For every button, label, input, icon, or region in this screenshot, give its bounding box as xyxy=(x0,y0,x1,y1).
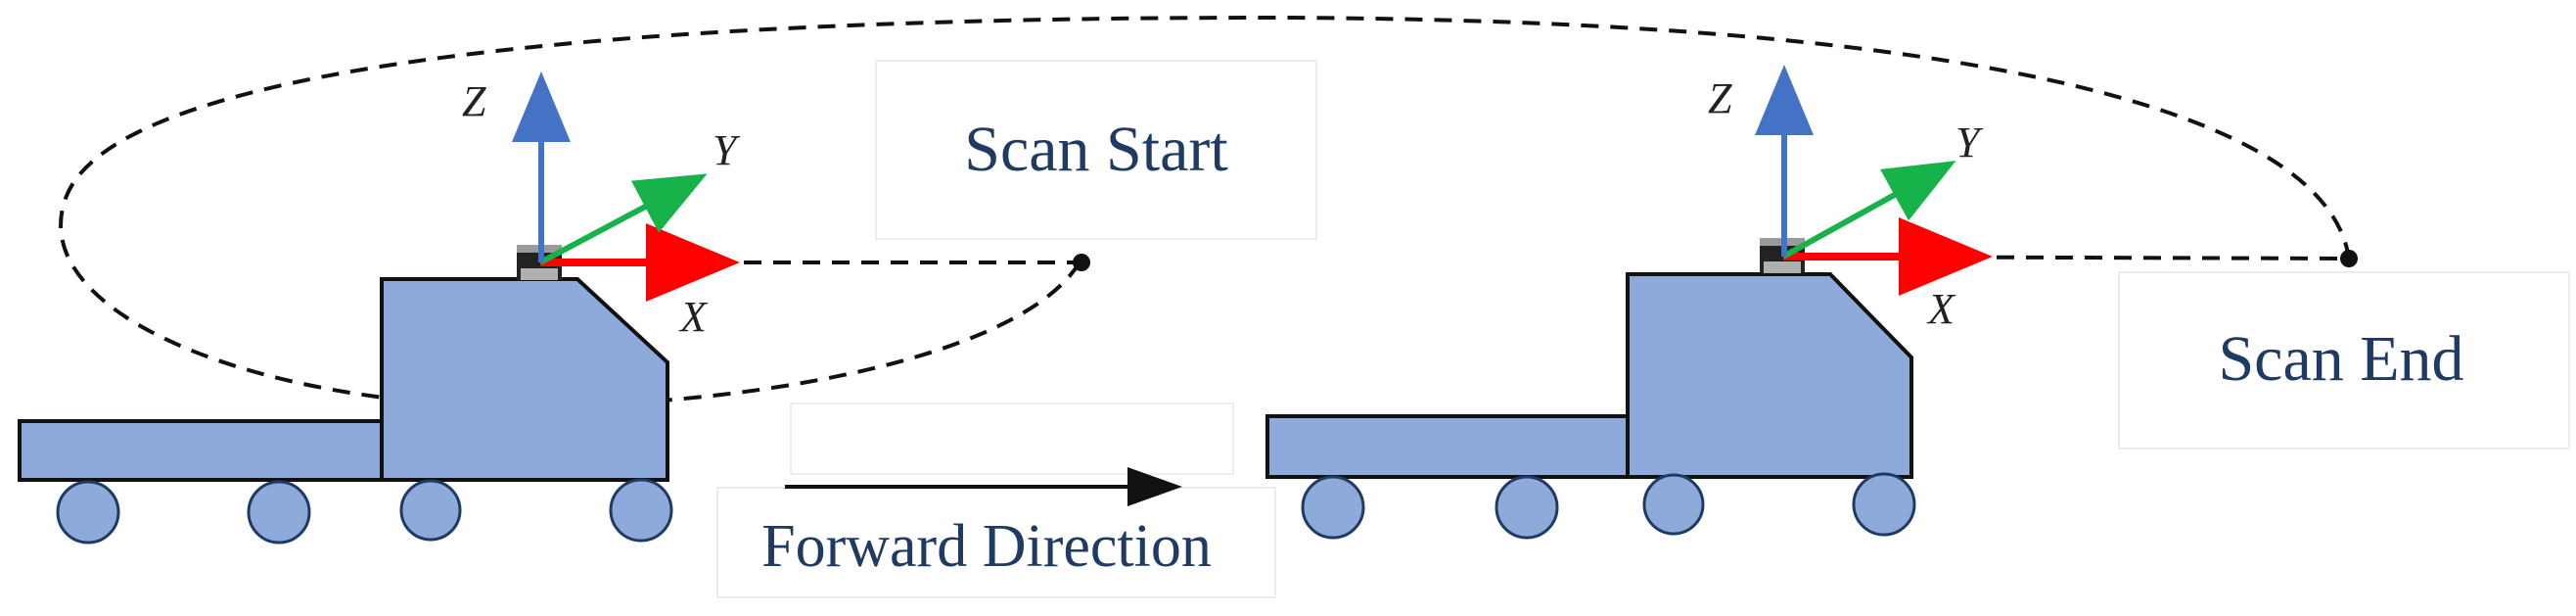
z-axis-label: Z xyxy=(462,77,486,125)
y-axis-arrow xyxy=(538,173,708,265)
x-axis-label: X xyxy=(678,293,709,341)
wheel xyxy=(399,479,462,542)
vehicle-start: X Y Z xyxy=(18,71,741,545)
x-axis-label: X xyxy=(1926,285,1956,333)
vehicle-trailer xyxy=(1265,414,1630,479)
y-axis-arrow xyxy=(1781,161,1956,260)
wheel xyxy=(247,480,311,545)
scan-start-point xyxy=(1073,254,1090,271)
forward-direction-label: Forward Direction xyxy=(716,403,1276,598)
wheel xyxy=(1642,473,1705,536)
scan-start-text: Scan Start xyxy=(964,114,1227,185)
vehicle-cab xyxy=(1626,272,1913,479)
wheel xyxy=(1301,475,1365,540)
wheel xyxy=(1852,472,1916,537)
y-axis-label: Y xyxy=(713,126,741,174)
vehicle-trailer xyxy=(18,419,386,482)
scan-end-label: Scan End xyxy=(2118,271,2570,450)
wheel xyxy=(609,478,673,543)
wheel xyxy=(56,480,120,545)
scan-end-point xyxy=(2340,250,2358,267)
vehicle-cab xyxy=(380,277,669,482)
vehicle-end: X Y Z xyxy=(1265,65,1993,540)
z-axis-label: Z xyxy=(1708,74,1732,122)
scan-end-text: Scan End xyxy=(2218,323,2463,395)
scan-start-label: Scan Start xyxy=(875,60,1317,240)
y-axis-label: Y xyxy=(1955,118,1984,166)
wheel xyxy=(1495,475,1559,540)
forward-direction-text: Forward Direction xyxy=(761,513,1212,580)
